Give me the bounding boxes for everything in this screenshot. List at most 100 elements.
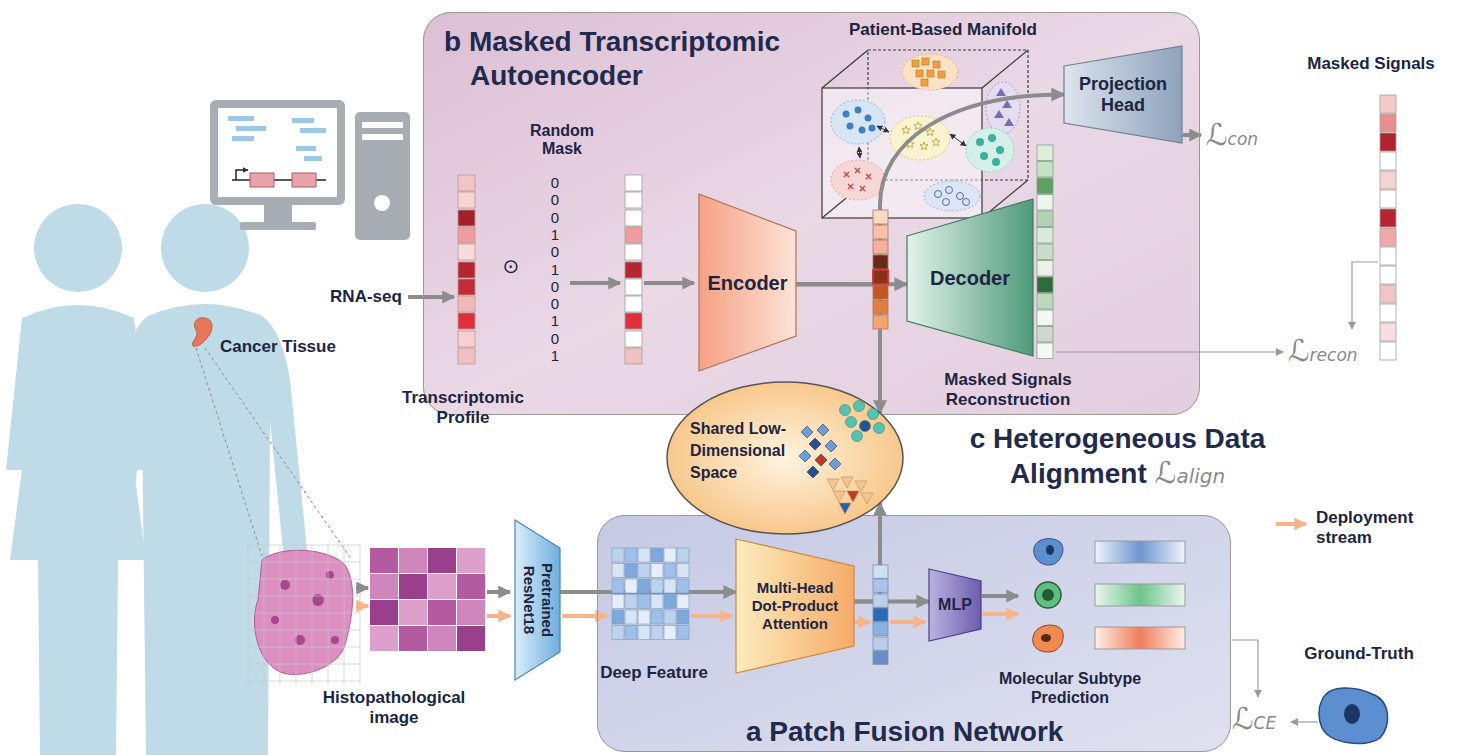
deep-feature-grid (625, 548, 637, 562)
reconstruction-vector (1037, 145, 1053, 161)
panel-fill (597, 515, 1231, 752)
computer-icon (296, 146, 316, 151)
manifold-cube (1002, 100, 1012, 108)
manifold-cube (980, 152, 988, 160)
cell-icons (1319, 688, 1388, 743)
shape-outline (929, 569, 981, 641)
deep-feature-grid (677, 626, 689, 640)
deep-feature-grid (638, 564, 650, 578)
deep-feature-grid (638, 626, 650, 640)
encoder-block: Encoder (699, 194, 796, 371)
deep-feature-grid (625, 564, 637, 578)
image-patches (370, 548, 485, 651)
manifold-cube (966, 128, 1014, 172)
deep-feature-grid (677, 595, 689, 609)
image-label: Histopathological image (316, 688, 472, 728)
manifold-cube (926, 128, 934, 136)
deep-feature-grid (664, 595, 676, 609)
deep-feature-grid (612, 595, 624, 609)
node-label: Multi-Head Dot-Product Attention (743, 579, 847, 633)
mask-digit: 0 (545, 191, 565, 208)
image-patches (370, 600, 398, 625)
node-label: Projection Head (1073, 74, 1173, 116)
deep-feature-grid (625, 610, 637, 624)
deep-feature-grid (664, 626, 676, 640)
manifold-cube (831, 100, 885, 144)
mask-digit: 1 (545, 261, 565, 278)
resnet-block: Pretrained ResNet18 (515, 520, 560, 680)
deep-feature-grid (625, 595, 637, 609)
manifold-cube (843, 107, 876, 134)
output-vector (873, 579, 888, 592)
masked-input-vector (625, 313, 642, 329)
loss-leader (1352, 262, 1378, 329)
manifold-cube (822, 50, 1028, 218)
reconstruction-vector (1037, 343, 1053, 359)
circle-marker (874, 423, 885, 434)
manifold-cube (921, 79, 928, 86)
flow-arrow (982, 594, 1018, 598)
manifold-cube (1004, 118, 1014, 126)
diamond-marker (799, 450, 811, 462)
shape-outline (736, 539, 854, 673)
flow-arrow (570, 281, 620, 285)
masked-input-vector (625, 348, 642, 364)
latent-vector (873, 210, 888, 224)
node-label: MLP (933, 595, 977, 615)
cell-icons (1042, 589, 1054, 601)
panel-title: b Masked Transcriptomic Autoencoder (444, 25, 816, 93)
masked-signal-vector (1380, 95, 1396, 113)
manifold-cube (844, 168, 871, 191)
deep-feature-grid (651, 564, 663, 578)
node-label: Shared Low-Dimensional Space (690, 418, 802, 484)
person-silhouettes (161, 204, 249, 292)
masked-input-vector (625, 175, 642, 364)
deployment-arrow (982, 612, 1018, 616)
projection-head: Projection Head (1064, 46, 1182, 143)
transcriptomic-vector (458, 348, 475, 364)
image-patches (457, 548, 485, 573)
manifold-cube (943, 199, 950, 206)
loss-leader (1232, 640, 1258, 697)
deep-feature-grid (651, 579, 663, 593)
computer-icon (362, 134, 403, 140)
deployment-arrow (487, 614, 510, 618)
tissue-slide (248, 545, 360, 685)
reconstruction-vector (1037, 211, 1053, 227)
reconstruction-vector (1037, 244, 1053, 260)
deep-feature-grid (612, 564, 624, 578)
circle-marker (860, 421, 871, 432)
manifold-cube (822, 50, 1028, 218)
latent-vector (873, 270, 888, 284)
computer-icon (355, 112, 410, 240)
transcriptomic-vector (458, 331, 475, 347)
deep-feature-grid (638, 579, 650, 593)
output-vector (873, 565, 888, 578)
manifold-cube (865, 115, 872, 122)
tissue-slide (271, 571, 339, 645)
deep-feature-grid (664, 610, 676, 624)
masked-signal-vector (1380, 171, 1396, 189)
masked-signal-vector (1380, 228, 1396, 246)
tissue-slide (271, 616, 279, 624)
manifold-cube (957, 193, 964, 200)
mask-digit: 0 (545, 278, 565, 295)
triangle-marker (833, 491, 845, 502)
circle-marker (846, 417, 857, 428)
deep-feature-grid (664, 548, 676, 562)
shape-outline (515, 520, 560, 680)
manifold-cube (877, 126, 889, 132)
output-vector (873, 594, 888, 607)
deep-feature-grid (612, 548, 624, 562)
node-label: Decoder (922, 266, 1018, 290)
manifold-cube (963, 199, 970, 206)
deep-feature-grid (638, 595, 650, 609)
ground-truth-label: Ground-Truth (1298, 644, 1420, 664)
computer-icon (292, 173, 316, 187)
diamond-marker (829, 458, 841, 470)
deployment-arrow (855, 620, 870, 624)
manifold-cube (946, 187, 953, 194)
leader-line (196, 348, 262, 556)
computer-icon (210, 100, 345, 205)
